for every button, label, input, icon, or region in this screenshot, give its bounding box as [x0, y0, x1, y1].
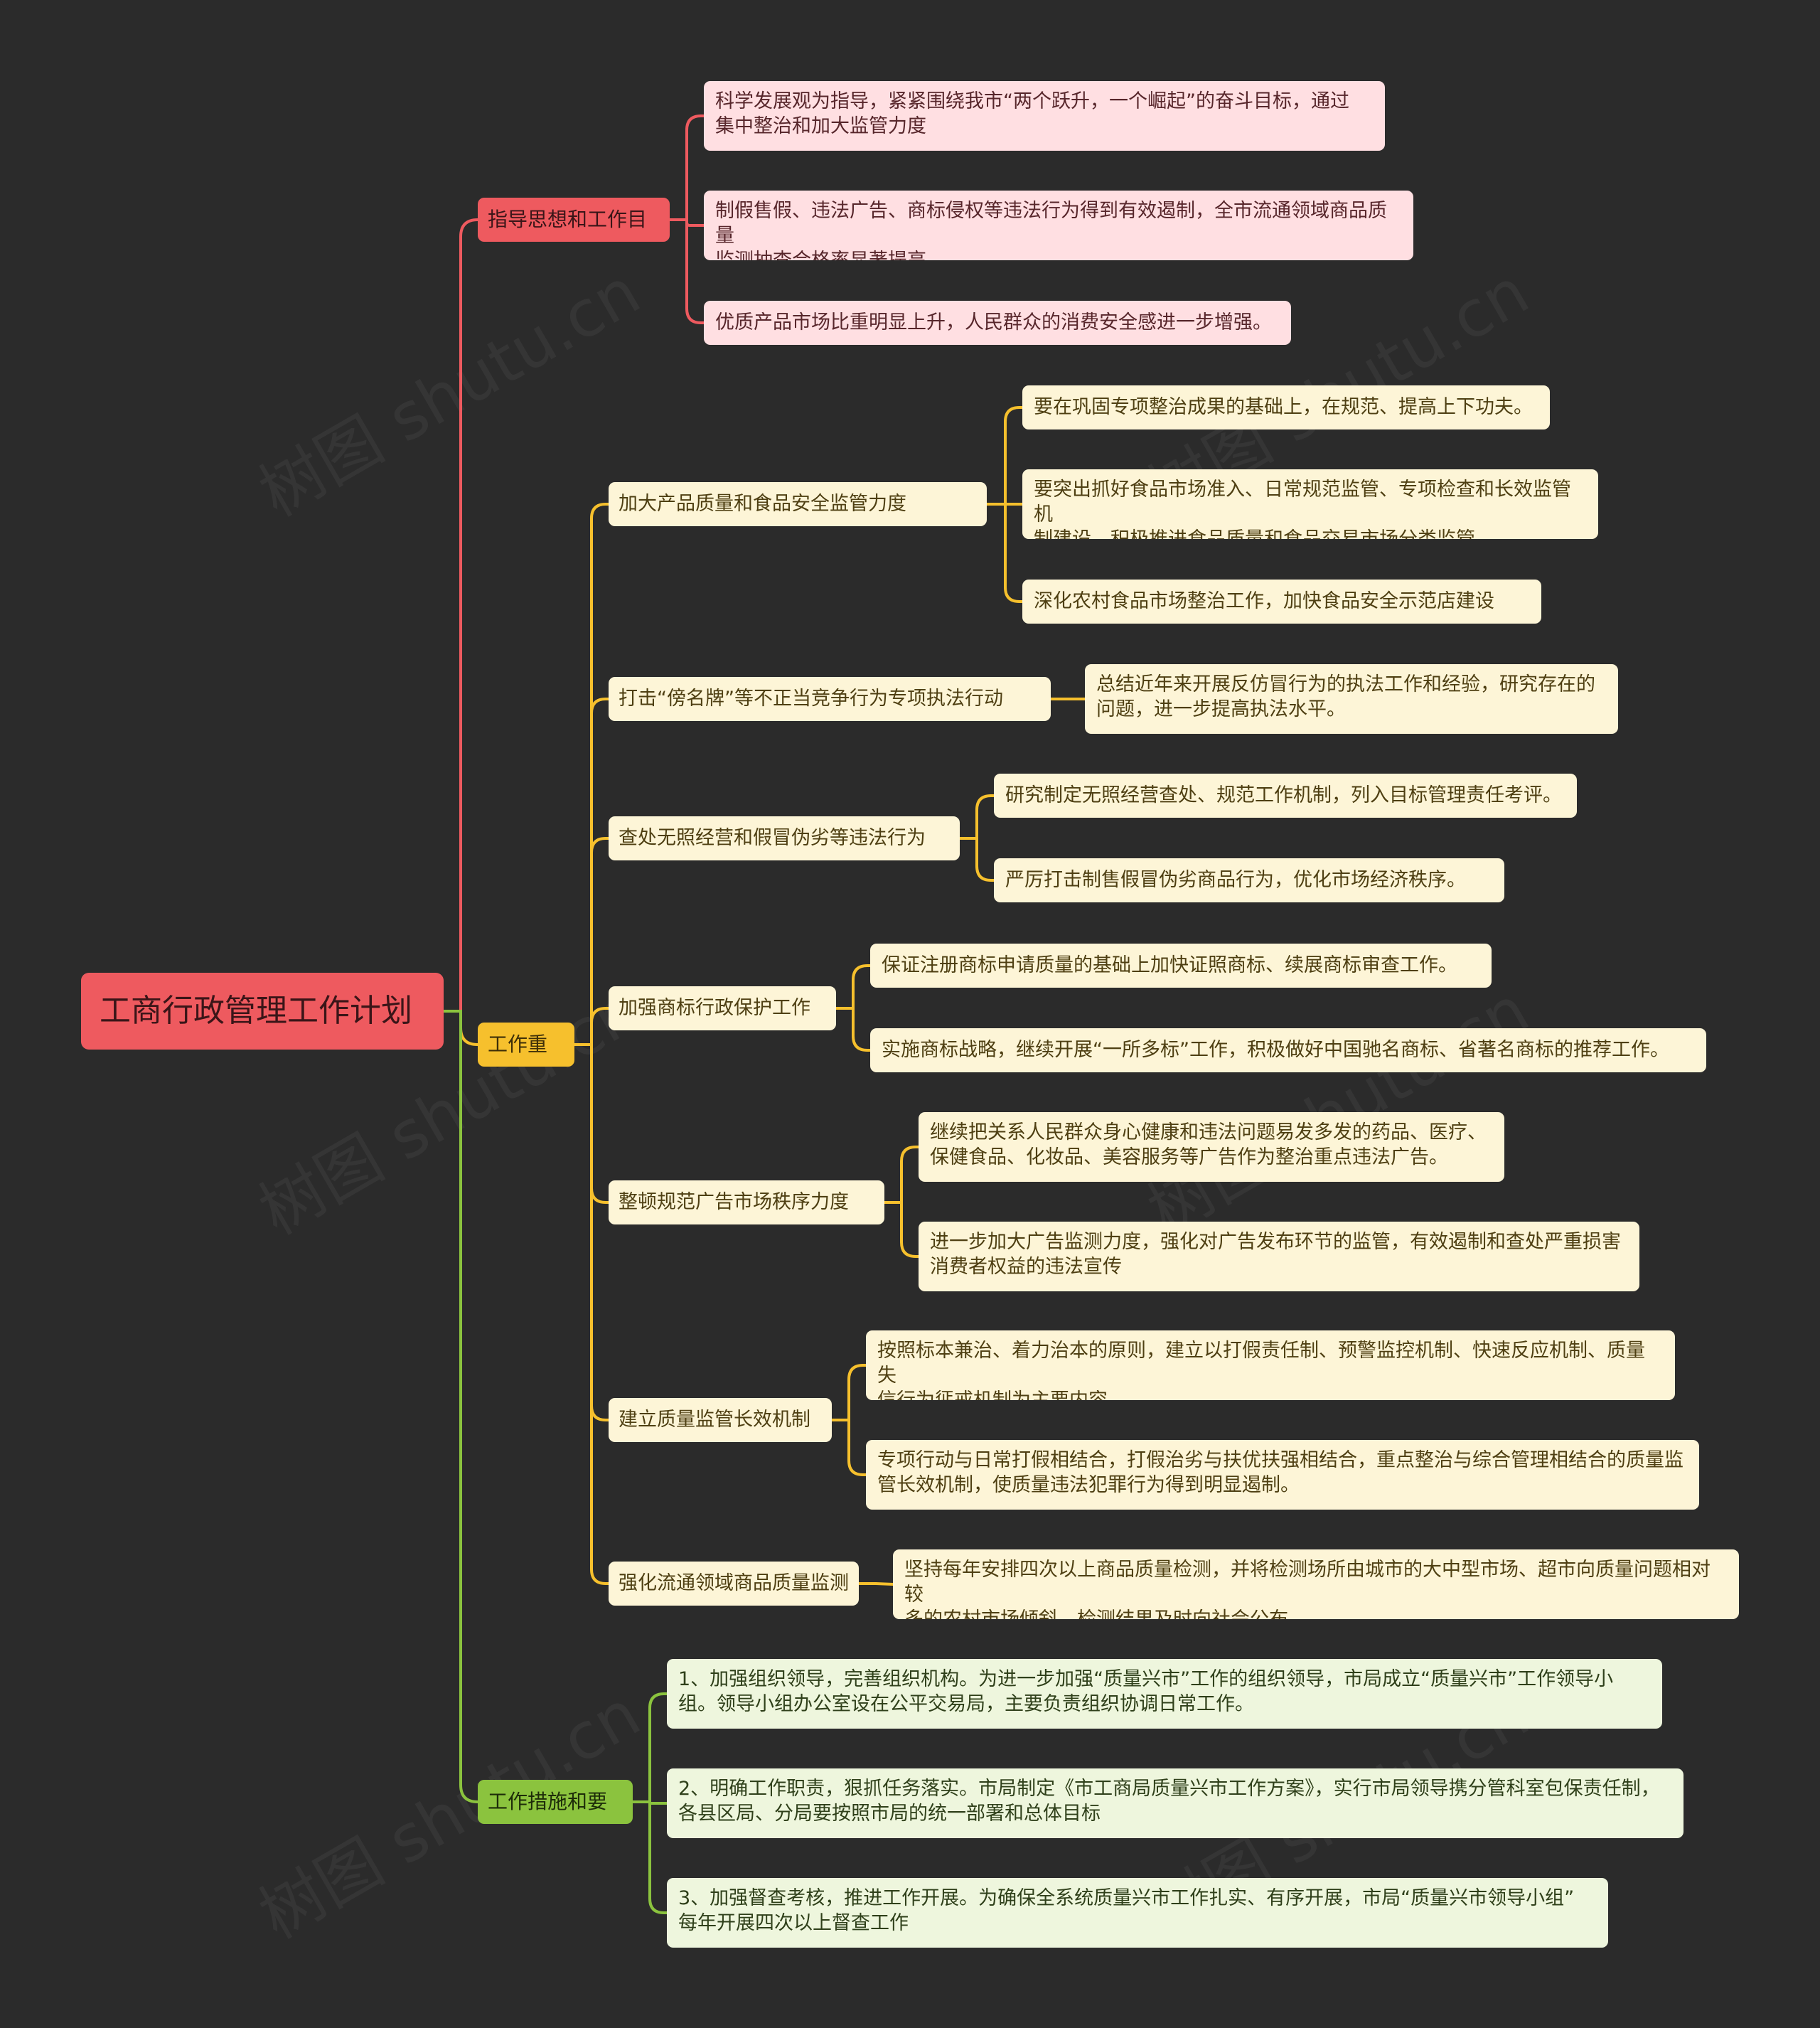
focus-2-item-1[interactable]: 总结近年来开展反仿冒行为的执法工作和经验，研究存在的 问题，进一步提高执法水平。	[1085, 664, 1618, 734]
branch-measures-to-measure-item-3-connector	[631, 1800, 668, 1914]
branch-work-focus-to-focus-circulation-monitoring-connector	[573, 1043, 610, 1585]
focus-unlicensed-business-to-focus-3-item-1-connector	[958, 794, 995, 840]
branch-work-focus-to-focus-anti-counterfeit-brand-connector	[573, 698, 610, 1046]
focus-1-item-3[interactable]: 深化农村食品市场整治工作，加快食品安全示范店建设	[1022, 580, 1541, 624]
focus-advertising-market-to-focus-5-item-1-connector	[883, 1146, 920, 1204]
root-topic[interactable]: 工商行政管理工作计划	[81, 973, 444, 1050]
guiding-item-2[interactable]: 制假售假、违法广告、商标侵权等违法行为得到有效遏制，全市流通领域商品质量 监测抽…	[704, 191, 1413, 260]
focus-unlicensed-business[interactable]: 查处无照经营和假冒伪劣等违法行为	[609, 816, 960, 860]
branch-work-focus-to-focus-product-food-safety-connector	[573, 503, 610, 1046]
focus-unlicensed-business-to-focus-3-item-2-connector	[958, 837, 995, 882]
focus-4-item-1[interactable]: 保证注册商标申请质量的基础上加快证照商标、续展商标审查工作。	[870, 944, 1492, 988]
focus-product-food-safety-to-focus-1-item-1-connector	[985, 406, 1024, 506]
focus-quality-long-term-to-focus-6-item-1-connector	[830, 1364, 867, 1421]
focus-4-item-2[interactable]: 实施商标战略，继续开展“一所多标”工作，积极做好中国驰名商标、省著名商标的推荐工…	[870, 1028, 1706, 1072]
branch-measures[interactable]: 工作措施和要求	[478, 1780, 633, 1824]
root-topic-to-branch-guiding-ideology-connector	[442, 218, 479, 1013]
measure-item-3[interactable]: 3、加强督查考核，推进工作开展。为确保全系统质量兴市工作扎实、有序开展，市局“质…	[667, 1878, 1608, 1948]
branch-guiding-ideology-to-guiding-item-3-connector	[668, 218, 705, 324]
focus-1-item-1[interactable]: 要在巩固专项整治成果的基础上，在规范、提高上下功夫。	[1022, 385, 1550, 429]
focus-1-item-2[interactable]: 要突出抓好食品市场准入、日常规范监管、专项检查和长效监管机 制建设，积极推进食品…	[1022, 469, 1598, 539]
focus-anti-counterfeit-brand[interactable]: 打击“傍名牌”等不正当竞争行为专项执法行动	[609, 677, 1051, 721]
focus-5-item-2[interactable]: 进一步加大广告监测力度，强化对广告发布环节的监管，有效遏制和查处严重损害 消费者…	[919, 1222, 1639, 1291]
branch-measures-to-measure-item-1-connector	[631, 1692, 668, 1803]
focus-7-item-1[interactable]: 坚持每年安排四次以上商品质量检测，并将检测场所由城市的大中型市场、超市向质量问题…	[893, 1549, 1739, 1619]
measure-item-1[interactable]: 1、加强组织领导，完善组织机构。为进一步加强“质量兴市”工作的组织领导，市局成立…	[667, 1659, 1662, 1729]
focus-quality-long-term[interactable]: 建立质量监管长效机制	[609, 1398, 832, 1442]
branch-work-focus-to-focus-trademark-protection-connector	[573, 1007, 610, 1046]
focus-trademark-protection-to-focus-4-item-1-connector	[835, 964, 872, 1010]
focus-3-item-1[interactable]: 研究制定无照经营查处、规范工作机制，列入目标管理责任考评。	[994, 774, 1577, 818]
focus-advertising-market[interactable]: 整顿规范广告市场秩序力度	[609, 1180, 884, 1224]
branch-work-focus-to-focus-unlicensed-business-connector	[573, 837, 610, 1046]
branch-work-focus[interactable]: 工作重点	[478, 1023, 574, 1067]
focus-trademark-protection[interactable]: 加强商标行政保护工作	[609, 986, 836, 1030]
focus-6-item-2[interactable]: 专项行动与日常打假相结合，打假治劣与扶优扶强相结合，重点整治与综合管理相结合的质…	[866, 1440, 1699, 1510]
focus-trademark-protection-to-focus-4-item-2-connector	[835, 1007, 872, 1052]
focus-advertising-market-to-focus-5-item-2-connector	[883, 1201, 920, 1258]
guiding-item-1[interactable]: 科学发展观为指导，紧紧围绕我市“两个跃升，一个崛起”的奋斗目标，通过 集中整治和…	[704, 81, 1385, 151]
focus-3-item-2[interactable]: 严厉打击制售假冒伪劣商品行为，优化市场经济秩序。	[994, 858, 1504, 902]
focus-product-food-safety-to-focus-1-item-3-connector	[985, 503, 1024, 603]
focus-6-item-1[interactable]: 按照标本兼治、着力治本的原则，建立以打假责任制、预警监控机制、快速反应机制、质量…	[866, 1330, 1675, 1400]
root-topic-to-branch-measures-connector	[442, 1010, 479, 1803]
focus-5-item-1[interactable]: 继续把关系人民群众身心健康和违法问题易发多发的药品、医疗、 保健食品、化妆品、美…	[919, 1112, 1504, 1182]
focus-quality-long-term-to-focus-6-item-2-connector	[830, 1419, 867, 1476]
focus-circulation-monitoring[interactable]: 强化流通领域商品质量监测	[609, 1562, 859, 1606]
branch-guiding-ideology[interactable]: 指导思想和工作目标	[478, 198, 670, 242]
measure-item-2[interactable]: 2、明确工作职责，狠抓任务落实。市局制定《市工商局质量兴市工作方案》，实行市局领…	[667, 1768, 1684, 1838]
guiding-item-3[interactable]: 优质产品市场比重明显上升，人民群众的消费安全感进一步增强。	[704, 301, 1291, 345]
focus-product-food-safety[interactable]: 加大产品质量和食品安全监管力度	[609, 482, 987, 526]
branch-guiding-ideology-to-guiding-item-1-connector	[668, 114, 705, 221]
